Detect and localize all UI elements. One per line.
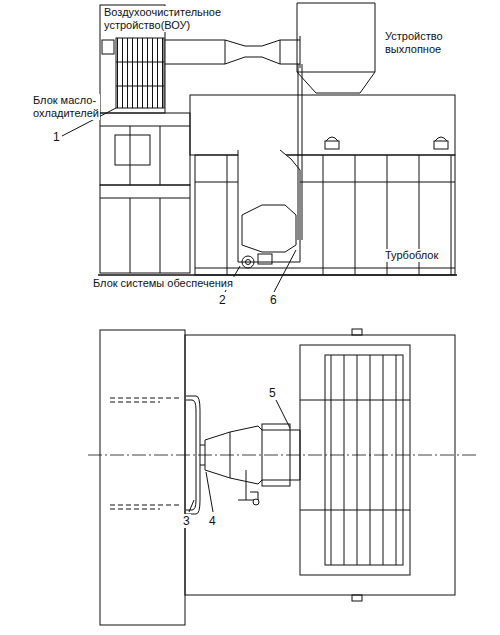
panel-divider xyxy=(451,155,452,275)
callout-number: 3 xyxy=(182,514,191,528)
callout-number: 1 xyxy=(52,130,61,144)
panel-divider xyxy=(323,155,324,275)
part-label: Устройство выхлопное xyxy=(384,30,478,56)
callout-number: 5 xyxy=(268,386,277,400)
part-label: Блок системы обеспечения xyxy=(92,277,234,290)
panel-divider xyxy=(227,155,228,275)
panel-divider xyxy=(355,155,356,275)
part-label: Блок масло- охладителей xyxy=(32,94,100,120)
callout-number: 6 xyxy=(269,293,278,307)
callout-number: 4 xyxy=(208,514,217,528)
part-label: Турбоблок xyxy=(384,249,439,262)
callout-number: 2 xyxy=(218,293,227,307)
part-label: Воздухоочистительное устройство(ВОУ) xyxy=(103,6,245,32)
